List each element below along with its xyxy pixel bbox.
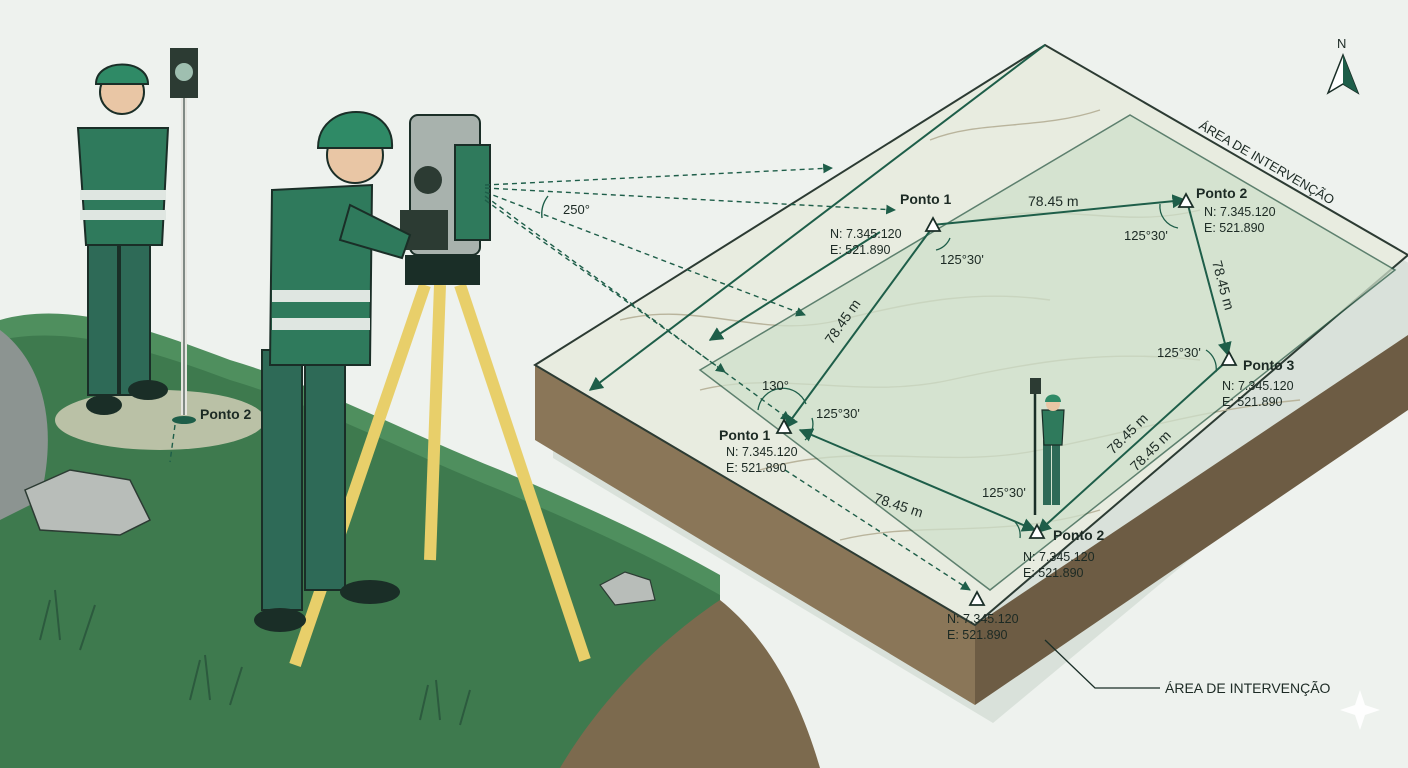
point-east-coord: E: 521.890 <box>1023 566 1084 580</box>
rod-worker <box>76 48 198 424</box>
point-north-coord: N: 7.345.120 <box>1023 550 1095 564</box>
marker-extra <box>968 590 986 606</box>
sparkle-icon <box>1340 690 1380 730</box>
marker-p1-left <box>775 418 793 434</box>
marker-p1-top <box>924 216 942 232</box>
station-markers <box>775 192 1238 606</box>
rock <box>24 469 152 536</box>
point-east-coord: E: 521.890 <box>726 461 787 475</box>
area-leader-line <box>1044 639 1160 689</box>
point-east-coord: E: 521.890 <box>1204 221 1265 235</box>
point-north-coord: N: 7.345.120 <box>1222 379 1294 393</box>
hillside <box>0 313 820 768</box>
angle-arcs <box>757 203 1217 539</box>
point-east-coord: E: 521.890 <box>830 243 891 257</box>
angle-label: 125°30' <box>816 406 860 421</box>
area-label-bottom: ÁREA DE INTERVENÇÃO <box>1165 680 1331 696</box>
operator <box>254 111 412 632</box>
point-north-coord: N: 7.345.120 <box>726 445 798 459</box>
point-north-coord: N: 7.345.120 <box>1204 205 1276 219</box>
total-station <box>400 114 491 256</box>
marker-p2-top <box>1177 192 1195 208</box>
tripod <box>289 255 591 667</box>
point-east-coord: E: 521.890 <box>947 628 1008 642</box>
marker-p2-bottom <box>1028 523 1046 539</box>
terrain-soil-left <box>535 365 975 705</box>
angle-label: 125°30' <box>982 485 1026 500</box>
point-name: Ponto 3 <box>1243 357 1295 373</box>
traverse-lines <box>588 44 1232 533</box>
angle-label: 125°30' <box>1157 345 1201 360</box>
distance-label: 78.45 m <box>1028 193 1079 209</box>
field-surveyor <box>1030 378 1065 515</box>
north-arrow <box>1326 52 1360 95</box>
angle-label: 125°30' <box>1124 228 1168 243</box>
point-name: Ponto 2 <box>1196 185 1248 201</box>
point-name: Ponto 1 <box>900 191 952 207</box>
angle-label: 125°30' <box>940 252 984 267</box>
ground-point-label: Ponto 2 <box>200 406 252 422</box>
point-north-coord: N: 7.345.120 <box>830 227 902 241</box>
marker-p3 <box>1220 350 1238 366</box>
instrument-angle: 250° <box>563 202 590 217</box>
point-name: Ponto 2 <box>1053 527 1105 543</box>
point-east-coord: E: 521.890 <box>1222 395 1283 409</box>
point-north-coord: N: 7.345.120 <box>947 612 1019 626</box>
angle-label: 130° <box>762 378 789 393</box>
north-label: N <box>1337 36 1346 51</box>
helmet <box>316 111 394 149</box>
point-name: Ponto 1 <box>719 427 771 443</box>
terrain-soil-right <box>975 335 1408 705</box>
helmet <box>94 63 150 85</box>
